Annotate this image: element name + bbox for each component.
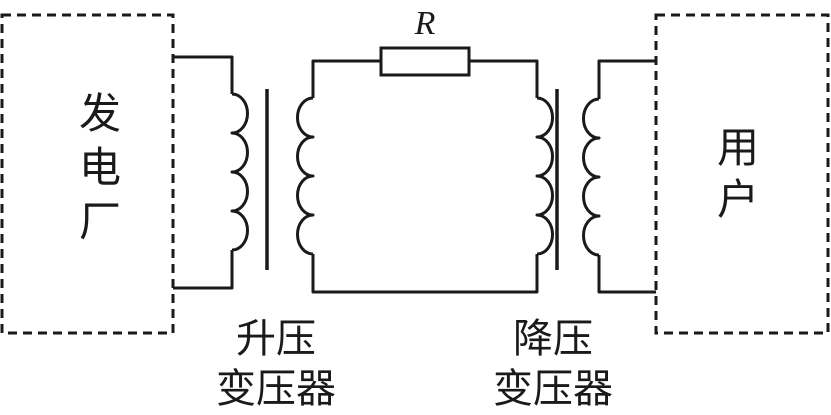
transmission-line-top-left [311, 59, 381, 98]
transmission-line-bottom [311, 254, 539, 294]
step-up-primary-coil [230, 92, 249, 252]
consumer-box [654, 13, 830, 335]
generator-block: 发 电 厂 [0, 13, 175, 335]
consumer-label-line-2: 户 [717, 175, 759, 224]
generator-label-line-2: 电 [79, 143, 121, 192]
resistor-label: R [414, 5, 436, 42]
line-resistor [379, 46, 471, 77]
generator-top-wire [173, 55, 234, 94]
step-down-label-line-1: 降压 [513, 316, 593, 362]
consumer-bottom-wire [597, 255, 656, 294]
generator-label-line-1: 发 [79, 89, 121, 138]
transmission-line-top-right [469, 59, 539, 98]
step-up-secondary-coil [296, 96, 315, 256]
generator-label-line-3: 厂 [79, 197, 121, 246]
consumer-block: 用 户 [654, 13, 830, 335]
step-down-secondary-coil [582, 97, 601, 257]
consumer-top-wire [597, 59, 656, 99]
step-up-label-line-2: 变压器 [216, 366, 336, 412]
step-down-label-line-2: 变压器 [493, 366, 613, 412]
step-up-label-line-1: 升压 [236, 316, 316, 362]
step-down-primary-coil [535, 96, 554, 256]
generator-bottom-wire [173, 250, 234, 290]
generator-box [0, 13, 175, 335]
consumer-label-line-1: 用 [717, 123, 759, 172]
